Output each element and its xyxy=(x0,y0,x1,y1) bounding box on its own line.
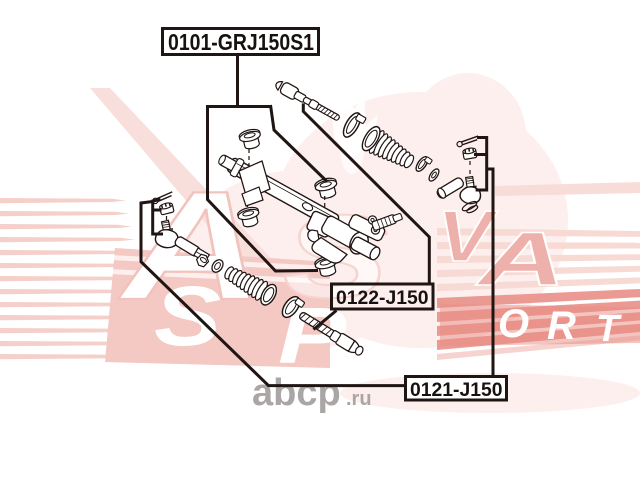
svg-text:0121-J150: 0121-J150 xyxy=(410,379,503,401)
svg-text:A: A xyxy=(474,217,565,302)
svg-text:R: R xyxy=(547,304,576,348)
svg-text:T: T xyxy=(596,308,622,350)
svg-text:abcp: abcp xyxy=(252,372,341,414)
svg-text:.ru: .ru xyxy=(346,388,372,410)
svg-text:0122-J150: 0122-J150 xyxy=(336,287,429,309)
svg-text:0101-GRJ150S1: 0101-GRJ150S1 xyxy=(168,29,314,55)
svg-text:O: O xyxy=(498,302,529,346)
